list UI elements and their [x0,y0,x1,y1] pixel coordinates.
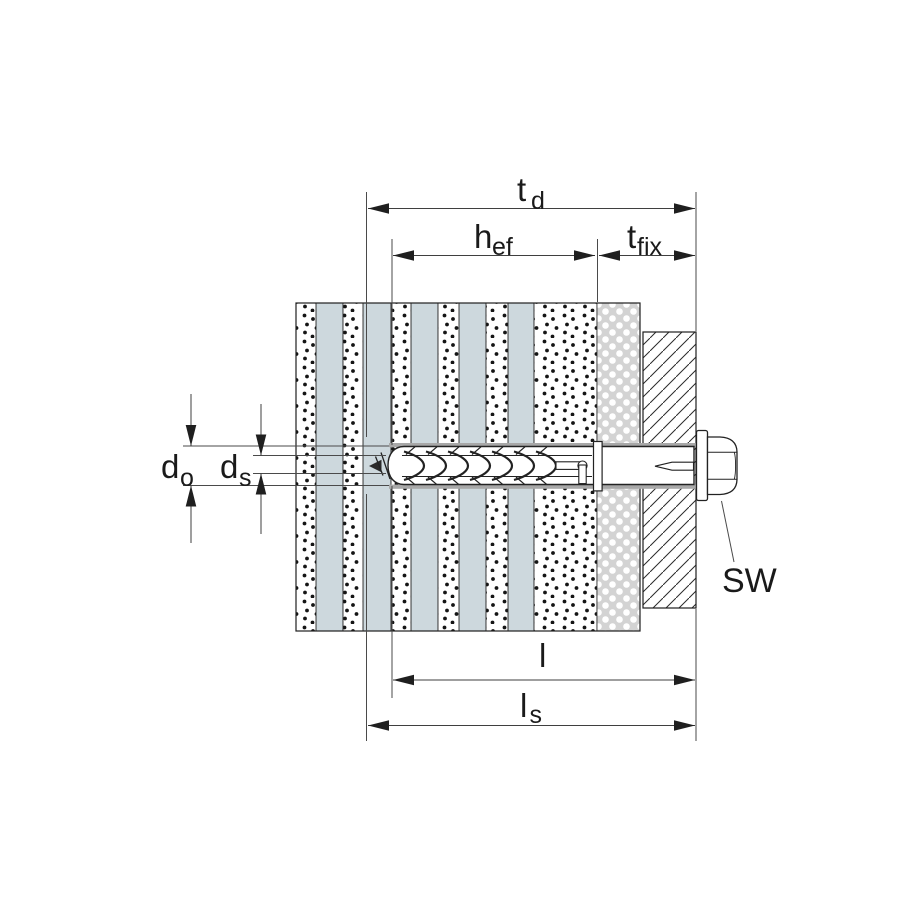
grip-fins [405,446,548,486]
label-hef-sub: ef [492,233,513,261]
toggle-bar [555,461,581,470]
arrow-left [393,250,414,261]
brick-web-stripes [295,302,598,632]
screw-thread-lines [374,452,391,480]
brick-void-stripe [315,302,344,632]
toggle-leg [578,464,587,485]
label-tfix: t [627,218,636,255]
label-sw: SW [722,562,777,600]
hex-facet-lines [707,451,737,480]
label-ls: l [520,687,527,724]
label-l: l [539,637,546,674]
drill-hole-clearance-bottom [389,484,697,489]
arrow-left [368,720,389,731]
fins-bottom [405,476,548,486]
label-ds: d [220,448,238,485]
label-ds-sub: s [239,464,252,492]
arrow-right [574,250,595,261]
arrow-up [185,485,197,507]
label-tfix-sub: fix [637,233,663,261]
fins-top [405,446,548,455]
chevron [447,450,470,482]
brick-web-stripe-dots [295,302,317,632]
screw-tip [369,452,391,480]
brick-web-stripe-dots [342,302,364,632]
arrow-right [674,720,695,731]
expansion-chevrons [403,450,558,482]
dimension-labels: t d h ef t fix d o d s l l s SW [161,171,777,729]
arrow-down [255,434,267,456]
arrow-right [674,203,695,214]
chevron [425,450,448,482]
screw-shank [654,461,695,471]
ext-lines-do [183,445,389,486]
hex-corner-curve [733,452,737,480]
arrow-left [393,674,414,686]
label-td: t [517,171,526,208]
chevron [469,450,492,482]
label-do: d [161,448,179,485]
chevron [513,450,536,482]
label-ls-sub: s [530,701,543,729]
label-do-sub: o [180,464,194,492]
arrow-left [368,203,389,214]
arrow-right [674,674,695,686]
extension-lines [183,192,735,741]
washer [695,429,709,502]
hex-head [706,436,738,496]
sw-leader-line [721,500,735,563]
screw-head [695,429,738,502]
anchor-collar [592,440,603,492]
anti-rotation-element [555,460,588,485]
anchor-sleeve [387,440,695,492]
label-td-sub: d [531,187,545,215]
arrow-left [599,250,620,261]
ext-lines-ds [253,455,386,474]
arrow-down [185,425,197,446]
chevron [403,450,426,482]
arrow-right [674,250,695,261]
drill-hole-clearance-top [389,443,697,448]
dimension-lines [185,203,695,731]
chevron [491,450,514,482]
arrow-up [255,473,267,495]
label-hef: h [474,218,492,255]
